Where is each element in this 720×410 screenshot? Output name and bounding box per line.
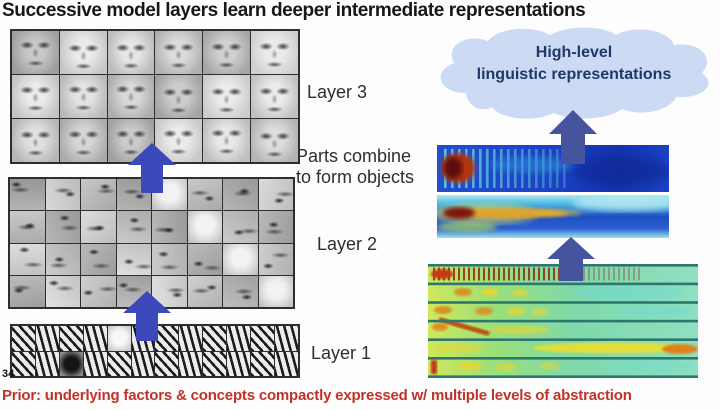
parts-feature-cell: [45, 179, 80, 211]
upper-blue-heatmap: [437, 145, 669, 192]
faces-feature-cell: [12, 75, 59, 118]
up-arrow-icon-to-cloud: [549, 110, 597, 164]
parts-feature-cell: [223, 275, 258, 307]
edges-feature-cell: [107, 326, 131, 351]
parts-feature-cell: [187, 211, 222, 243]
edges-feature-cell: [35, 326, 59, 351]
faces-feature-cell: [203, 119, 251, 162]
slide-title: Successive model layers learn deeper int…: [2, 0, 586, 21]
edges-feature-cell: [251, 351, 275, 376]
parts-feature-cell: [10, 275, 45, 307]
edges-feature-cell: [227, 351, 251, 376]
arrow-shaft: [141, 165, 163, 193]
faces-feature-cell: [155, 31, 203, 74]
edges-feature-cell: [131, 351, 155, 376]
faces-feature-cell: [59, 119, 107, 162]
arrow-shaft: [561, 134, 585, 164]
parts-feature-cell: [81, 275, 116, 307]
edges-feature-cell: [251, 326, 275, 351]
parts-combine-annotation: Parts combine to form objects: [296, 146, 415, 187]
parts-feature-cell: [223, 179, 258, 211]
up-arrow-icon-layer1-to-layer2: [123, 291, 171, 341]
parts-feature-cell: [45, 211, 80, 243]
parts-feature-cell: [116, 211, 151, 243]
faces-feature-cell: [251, 119, 298, 162]
edges-feature-cell: [59, 351, 83, 376]
edges-feature-cell: [12, 326, 35, 351]
footer-prior-text: Prior: underlying factors & concepts com…: [2, 387, 632, 404]
edges-feature-cell: [179, 326, 203, 351]
layer3-faces-grid: [10, 29, 300, 164]
faces-feature-cell: [251, 31, 298, 74]
faces-feature-cell: [107, 31, 155, 74]
parts-feature-cell: [10, 243, 45, 275]
faces-feature-cell: [155, 75, 203, 118]
edges-feature-cell: [59, 326, 83, 351]
faces-feature-cell: [203, 75, 251, 118]
faces-feature-cell: [251, 75, 298, 118]
edges-feature-cell: [203, 351, 227, 376]
parts-feature-cell: [152, 211, 187, 243]
edges-feature-cell: [275, 351, 298, 376]
edges-feature-cell: [107, 351, 131, 376]
edges-feature-cell: [83, 326, 107, 351]
arrow-head: [128, 143, 176, 165]
parts-feature-cell: [258, 243, 293, 275]
slide-number: 34: [2, 368, 15, 380]
parts-feature-cell: [187, 275, 222, 307]
speech-spectrogram: [428, 264, 698, 378]
parts-feature-cell: [223, 211, 258, 243]
parts-feature-cell: [10, 211, 45, 243]
parts-feature-cell: [45, 243, 80, 275]
parts-feature-cell: [258, 211, 293, 243]
parts-feature-cell: [152, 243, 187, 275]
parts-feature-cell: [258, 179, 293, 211]
parts-feature-cell: [223, 243, 258, 275]
edges-feature-cell: [12, 351, 35, 376]
parts-feature-cell: [81, 243, 116, 275]
parts-feature-cell: [187, 243, 222, 275]
edges-feature-cell: [179, 351, 203, 376]
parts-feature-cell: [10, 179, 45, 211]
layer2-label: Layer 2: [317, 234, 378, 254]
faces-feature-cell: [59, 31, 107, 74]
edges-feature-cell: [35, 351, 59, 376]
faces-feature-cell: [203, 31, 251, 74]
up-arrow-icon-from-spectrogram: [547, 237, 595, 281]
edges-feature-cell: [155, 326, 179, 351]
arrow-shaft: [559, 259, 583, 281]
parts-feature-cell: [81, 211, 116, 243]
lower-blue-heatmap: [437, 195, 669, 238]
faces-feature-cell: [59, 75, 107, 118]
cloud-shape: [440, 27, 709, 119]
edges-feature-cell: [83, 351, 107, 376]
faces-feature-cell: [107, 75, 155, 118]
parts-feature-cell: [116, 243, 151, 275]
parts-feature-cell: [187, 179, 222, 211]
edges-feature-cell: [203, 326, 227, 351]
faces-feature-cell: [12, 31, 59, 74]
layer1-label: Layer 1: [311, 343, 372, 363]
faces-feature-cell: [12, 119, 59, 162]
arrow-shaft: [136, 313, 158, 341]
parts-feature-cell: [81, 179, 116, 211]
parts-feature-cell: [45, 275, 80, 307]
edges-feature-cell: [155, 351, 179, 376]
layer3-label: Layer 3: [307, 82, 368, 102]
up-arrow-icon-layer2-to-layer3: [128, 143, 176, 193]
edges-feature-cell: [227, 326, 251, 351]
cloud-label: High-level linguistic representations: [476, 44, 672, 83]
parts-feature-cell: [258, 275, 293, 307]
arrow-head: [547, 237, 595, 259]
arrow-head: [123, 291, 171, 313]
layer2-parts-grid: [8, 177, 295, 309]
edges-feature-cell: [275, 326, 298, 351]
arrow-head: [549, 110, 597, 134]
